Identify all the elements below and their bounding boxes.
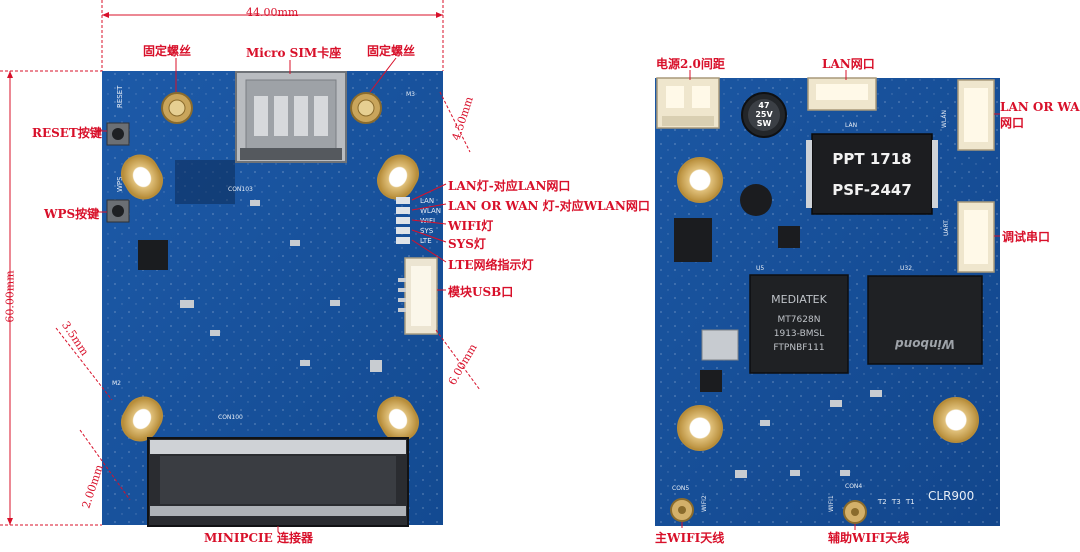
dim-height: 60.00mm (3, 270, 17, 323)
wps-button-icon (106, 199, 130, 223)
silk-m3: M3 (406, 91, 415, 98)
transformer-chip-icon (806, 133, 938, 215)
silk-u32: U32 (900, 265, 912, 272)
soc-text-3: 1913-BMSL (774, 329, 825, 339)
label-reset-key: RESET按键 (32, 126, 102, 140)
soc-text-2: MT7628N (778, 315, 821, 325)
left-board: RESET WPS LAN WLA (102, 71, 443, 527)
transformer-text-1: PPT 1718 (832, 150, 911, 168)
power-connector-icon (656, 77, 720, 129)
label-usb-port: 模块USB口 (448, 285, 514, 299)
label-sys-led: SYS灯 (448, 237, 486, 251)
silk-led-sys: SYS (420, 227, 434, 235)
usb-connector-icon (398, 257, 438, 335)
label-debug-serial: 调试串口 (1002, 230, 1051, 244)
silk-m2: M2 (112, 380, 121, 387)
silk-wps: WPS (116, 176, 124, 192)
flash-brand: Winbond (895, 337, 955, 351)
label-lan-led: LAN灯-对应LAN网口 (448, 179, 571, 193)
silk-wifi1: WIFI1 (828, 495, 835, 512)
silk-led-lan: LAN (420, 197, 434, 205)
label-main-wifi: 主WIFI天线 (655, 531, 725, 545)
left-components (138, 160, 382, 372)
silk-wlan: WLAN (941, 110, 948, 128)
silk-con4: CON4 (845, 483, 862, 490)
label-lte-led: LTE网络指示灯 (448, 258, 534, 272)
cap-text-mid: 25V (755, 110, 773, 119)
silk-t3: T3 (891, 498, 901, 506)
silk-con103: CON103 (228, 186, 253, 193)
right-components (735, 390, 882, 478)
right-side-chips (674, 184, 800, 392)
silk-lan: LAN (845, 122, 857, 129)
lan-wan-connector-icon (957, 79, 995, 151)
minipcie-connector-icon (147, 437, 409, 527)
silk-led-wifi: WIFI (420, 217, 435, 225)
label-minipcie: MINIPCIE 连接器 (204, 531, 313, 545)
left-dimension-arrows (7, 12, 443, 525)
flash-chip-icon (867, 275, 983, 365)
label-wan-led: LAN OR WAN 灯-对应WLAN网口 (448, 199, 650, 213)
silk-con5: CON5 (672, 485, 689, 492)
aux-wifi-antenna-icon (843, 500, 867, 524)
silk-t1: T1 (905, 498, 915, 506)
label-wifi-led: WIFI灯 (448, 219, 494, 233)
transformer-text-2: PSF-2447 (832, 181, 912, 199)
silk-led-wlan: WLAN (420, 207, 441, 215)
led-column (396, 197, 410, 244)
silk-uart: UART (943, 220, 950, 236)
label-screw-left: 固定螺丝 (143, 44, 192, 58)
right-callout-lines (681, 70, 1000, 530)
sim-holder-icon (235, 71, 347, 163)
lan-port-connector-icon (807, 77, 877, 111)
cap-text-top: 47 (758, 101, 769, 110)
label-lan-port: LAN网口 (822, 57, 875, 71)
soc-chip-icon (749, 274, 849, 374)
label-micro-sim: Micro SIM卡座 (246, 46, 342, 60)
reset-button-icon (106, 122, 130, 146)
label-power: 电源2.0间距 (656, 57, 725, 71)
silk-con100: CON100 (218, 414, 243, 421)
silk-t2: T2 (877, 498, 887, 506)
silk-board-name: CLR900 (928, 489, 974, 503)
capacitor-icon (741, 92, 787, 138)
debug-serial-connector-icon (957, 201, 995, 273)
main-wifi-antenna-icon (670, 498, 694, 522)
right-board: 47 25V SW LAN WLAN PPT 1718 PSF-24 (655, 77, 1000, 526)
soc-text-1: MEDIATEK (771, 293, 827, 306)
right-mount-pads (677, 157, 979, 451)
label-screw-right: 固定螺丝 (367, 44, 416, 58)
left-dimension-lines (0, 0, 481, 526)
silk-u5: U5 (756, 265, 764, 272)
dim-width: 44.00mm (246, 6, 299, 19)
silk-reset: RESET (116, 85, 124, 108)
label-aux-wifi: 辅助WIFI天线 (828, 531, 910, 545)
silk-wifi2: WIFI2 (701, 495, 708, 512)
left-callout-lines (96, 57, 447, 532)
label-lan-wan-port-1: LAN OR WAN (1000, 100, 1080, 114)
silk-led-lte: LTE (420, 237, 432, 245)
soc-text-4: FTPNBF111 (773, 343, 824, 353)
label-wps-key: WPS按键 (44, 207, 100, 221)
cap-text-bottom: SW (757, 119, 772, 128)
label-lan-wan-port-2: 网口 (1000, 116, 1025, 130)
